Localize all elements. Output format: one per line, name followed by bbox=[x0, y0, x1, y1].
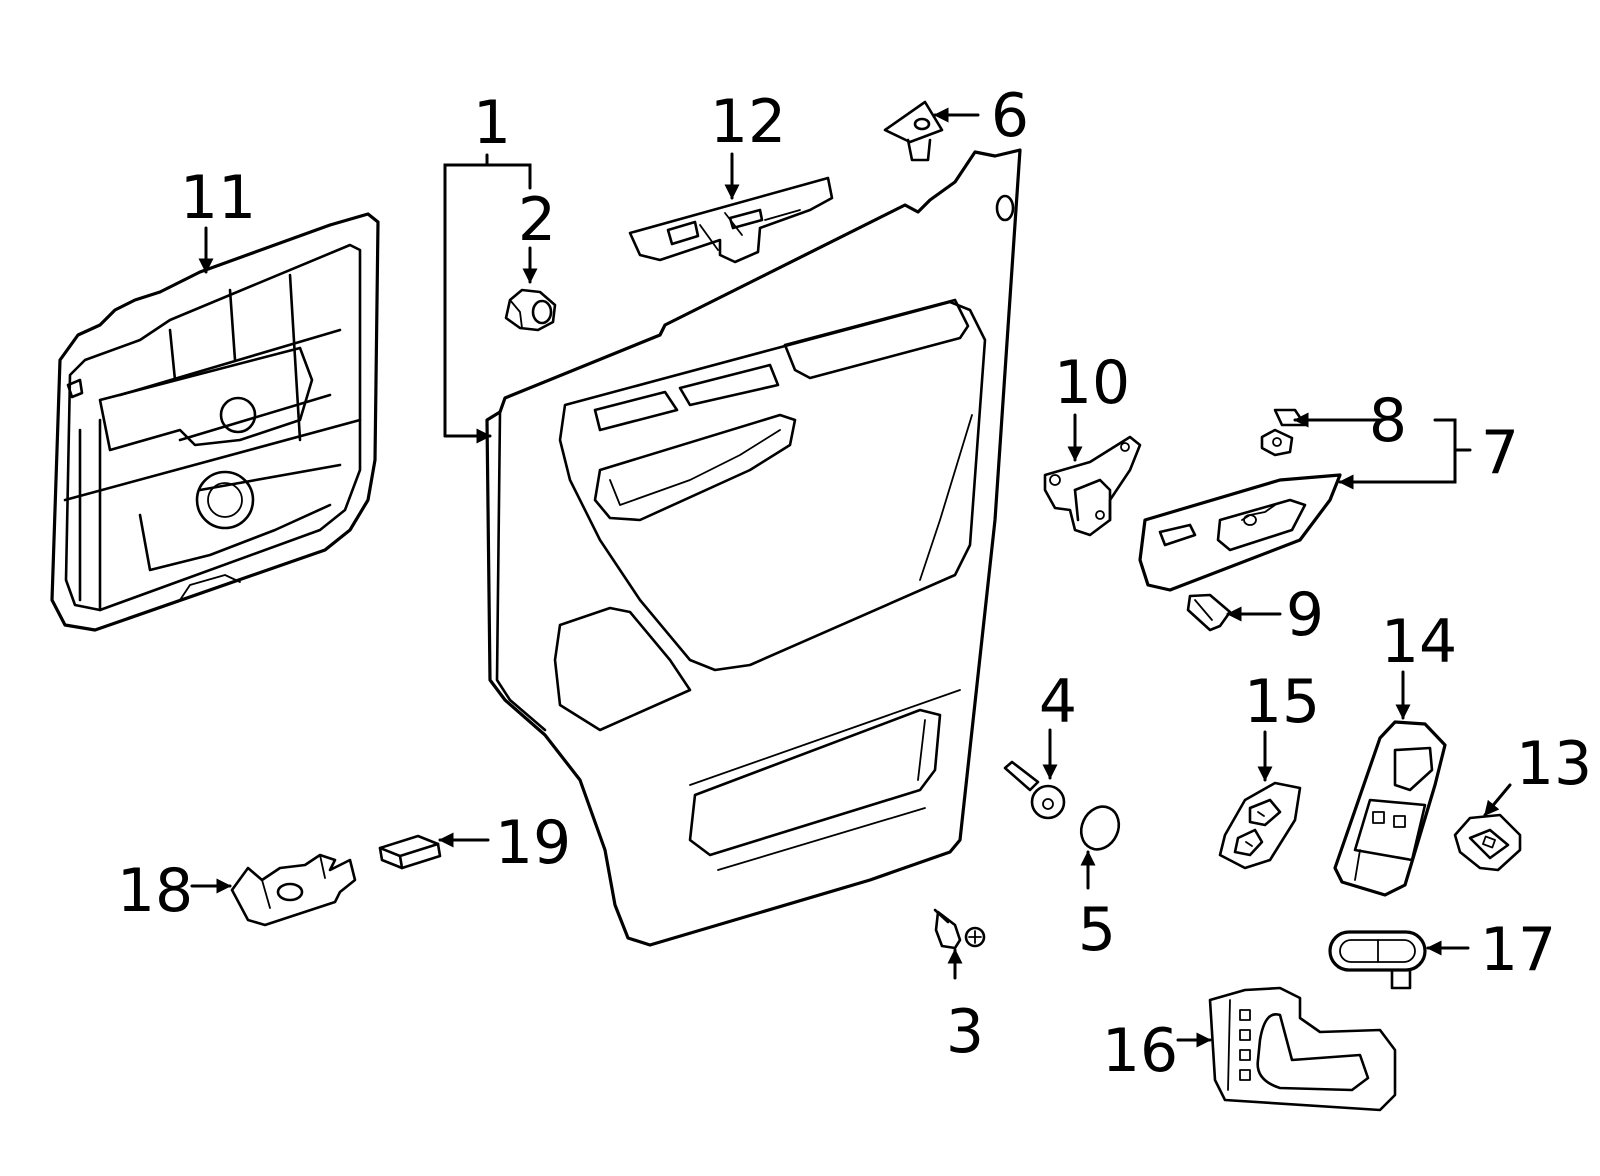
callout-17: 17 bbox=[1480, 915, 1556, 985]
callout-8: 8 bbox=[1369, 386, 1407, 456]
callout-16: 16 bbox=[1102, 1016, 1178, 1086]
bezel-clip bbox=[1260, 408, 1307, 457]
screw bbox=[933, 908, 986, 950]
callout-10: 10 bbox=[1054, 348, 1130, 418]
plug-cap bbox=[1079, 805, 1121, 851]
callout-18: 18 bbox=[117, 856, 193, 926]
callout-19: 19 bbox=[495, 808, 571, 878]
callout-4: 4 bbox=[1039, 667, 1077, 737]
callout-13: 13 bbox=[1516, 729, 1592, 799]
seat-control-panel bbox=[1208, 986, 1397, 1112]
window-switch bbox=[1333, 720, 1447, 897]
rocker-switch bbox=[1328, 930, 1427, 990]
callout-6: 6 bbox=[991, 81, 1029, 151]
retainer-clip bbox=[883, 100, 944, 162]
end-cap bbox=[1186, 593, 1232, 632]
callout-5: 5 bbox=[1078, 895, 1116, 965]
callout-12: 12 bbox=[710, 87, 786, 157]
seat-switch bbox=[1218, 781, 1302, 870]
callout-9: 9 bbox=[1286, 580, 1324, 650]
callout-7: 7 bbox=[1481, 418, 1519, 488]
single-switch bbox=[1453, 813, 1522, 872]
trim-clip bbox=[504, 288, 557, 332]
callout-labels: 1 2 3 4 5 6 7 8 9 10 11 12 13 14 15 16 1… bbox=[117, 81, 1592, 1086]
callout-11: 11 bbox=[180, 163, 256, 233]
switch-bezel bbox=[628, 176, 834, 264]
foam-pad bbox=[378, 834, 442, 870]
callout-3: 3 bbox=[946, 997, 984, 1067]
callout-1: 1 bbox=[473, 88, 511, 158]
latch-bracket bbox=[230, 853, 357, 927]
handle-bracket bbox=[1043, 435, 1142, 537]
leader-lines bbox=[190, 107, 1512, 1048]
bolt bbox=[1003, 760, 1066, 820]
door-trim-panel bbox=[485, 148, 1022, 947]
callout-14: 14 bbox=[1381, 607, 1457, 677]
door-handle-bezel bbox=[1138, 473, 1342, 592]
callout-15: 15 bbox=[1244, 667, 1320, 737]
door-carrier-panel bbox=[50, 212, 380, 632]
callout-2: 2 bbox=[518, 185, 556, 255]
